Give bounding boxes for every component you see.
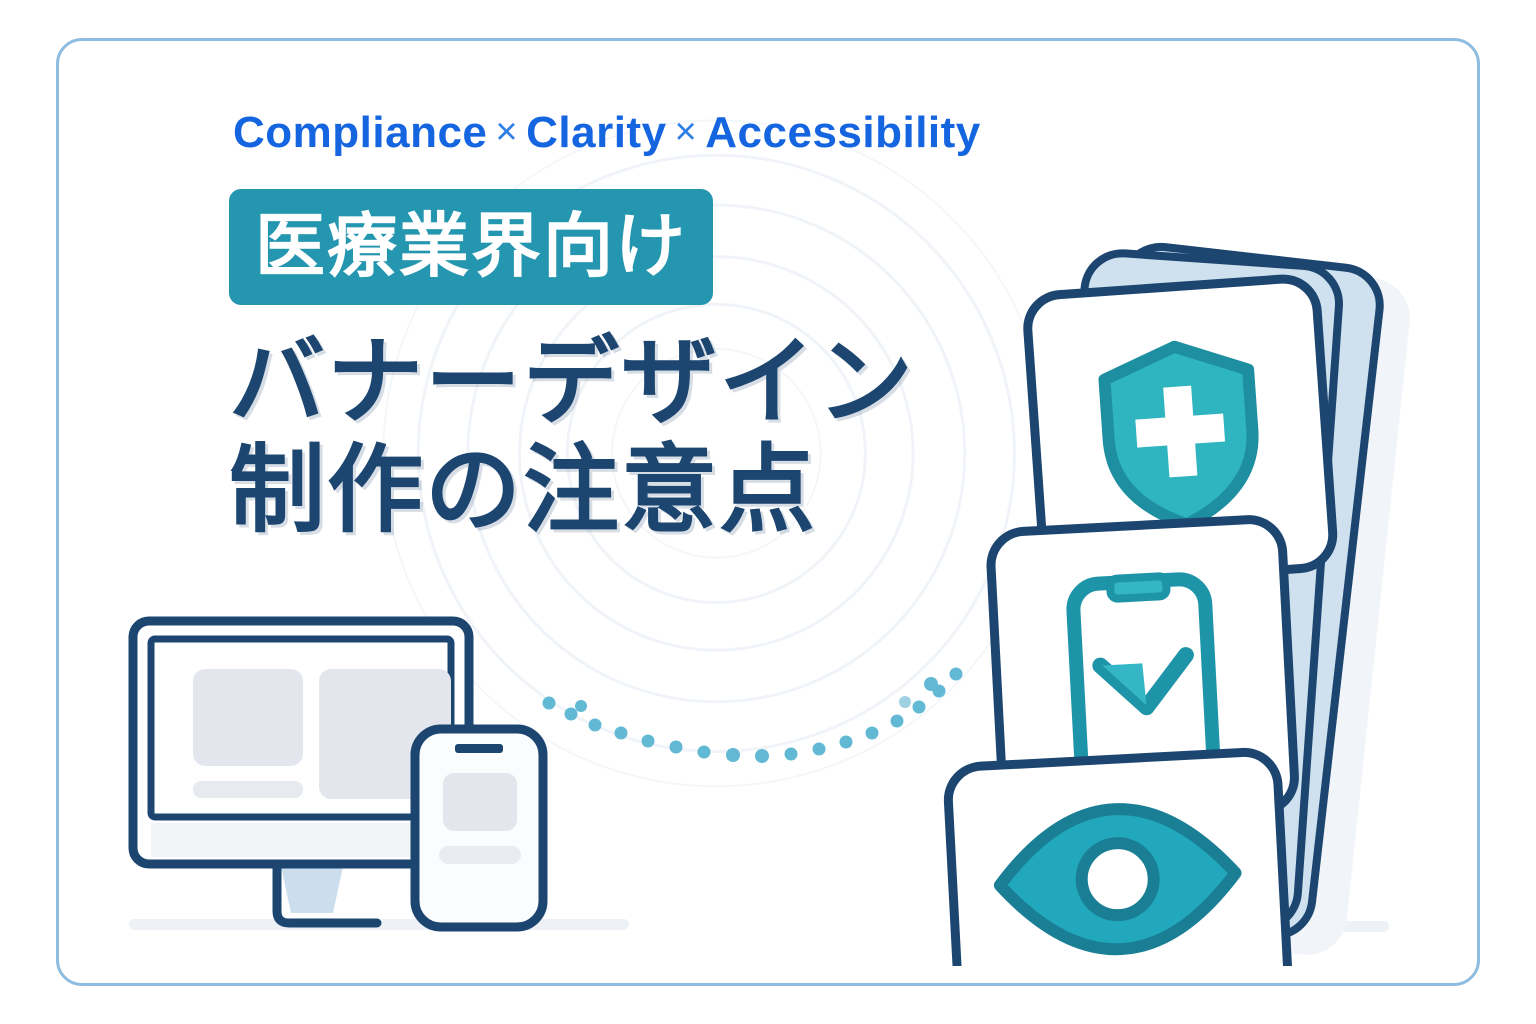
eyebrow-word-clarity: Clarity bbox=[526, 108, 667, 157]
text-block: Compliance×Clarity×Accessibility 医療業界向け … bbox=[229, 111, 1009, 544]
card-mobile bbox=[986, 515, 1299, 828]
eyebrow-separator-1: × bbox=[495, 111, 519, 153]
monitor-stand bbox=[272, 849, 382, 928]
stacked-cards-illustration bbox=[899, 242, 1410, 966]
phone-device bbox=[410, 724, 548, 932]
accent-dot-right-1 bbox=[924, 677, 938, 691]
target-audience-badge: 医療業界向け bbox=[229, 189, 713, 305]
mobile-check-icon bbox=[1066, 572, 1220, 787]
eye-icon bbox=[993, 803, 1242, 956]
monitor-content-bar-1 bbox=[193, 781, 303, 798]
desktop-monitor-and-phone-illustration bbox=[128, 616, 587, 932]
phone-notch bbox=[455, 744, 503, 753]
phone-content-block bbox=[443, 773, 517, 831]
card-shield bbox=[1023, 274, 1338, 589]
accent-dot-left bbox=[575, 700, 587, 712]
eyebrow-separator-2: × bbox=[674, 111, 698, 153]
monitor-screen bbox=[128, 616, 474, 869]
monitor-content-block-1 bbox=[193, 669, 303, 766]
headline-line-1: バナーデザイン bbox=[229, 329, 915, 436]
page-title: バナーデザイン 制作の注意点 bbox=[229, 329, 1009, 544]
banner-frame: Compliance×Clarity×Accessibility 医療業界向け … bbox=[56, 38, 1480, 986]
accent-dot-right-2 bbox=[899, 696, 911, 708]
phone-content-bar bbox=[439, 846, 521, 864]
headline-line-2: 制作の注意点 bbox=[229, 436, 817, 544]
card-eye bbox=[943, 747, 1293, 966]
eyebrow-word-accessibility: Accessibility bbox=[705, 108, 981, 157]
eyebrow-word-compliance: Compliance bbox=[233, 108, 488, 157]
eyebrow-tagline: Compliance×Clarity×Accessibility bbox=[233, 111, 1009, 155]
